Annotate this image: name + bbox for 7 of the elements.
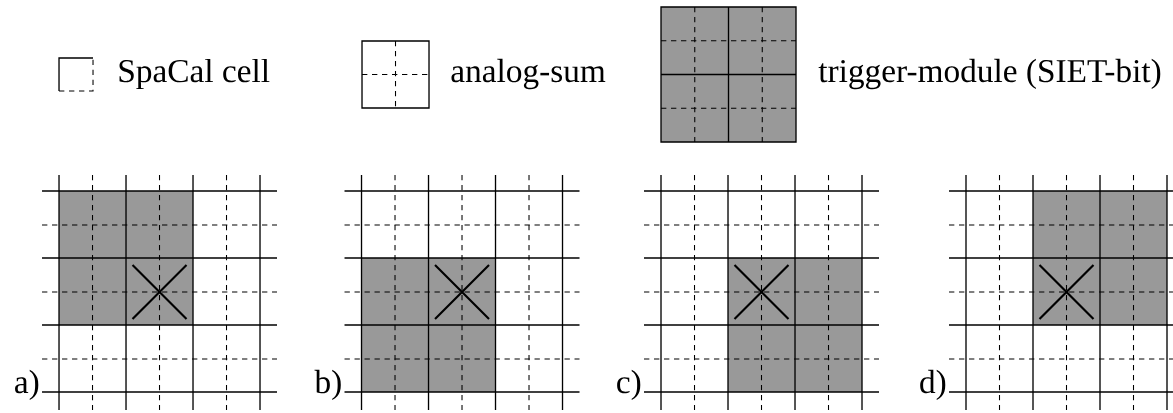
panel-label: a) [15, 369, 39, 401]
legend-text: analog-sum [451, 58, 606, 90]
panel-label: c) [617, 369, 641, 401]
legend-text: SpaCal cell [119, 58, 270, 90]
legend-text: trigger-module (SIET-bit) [818, 58, 1161, 90]
panel-label: b) [314, 369, 341, 401]
panel-label: d) [920, 369, 946, 401]
